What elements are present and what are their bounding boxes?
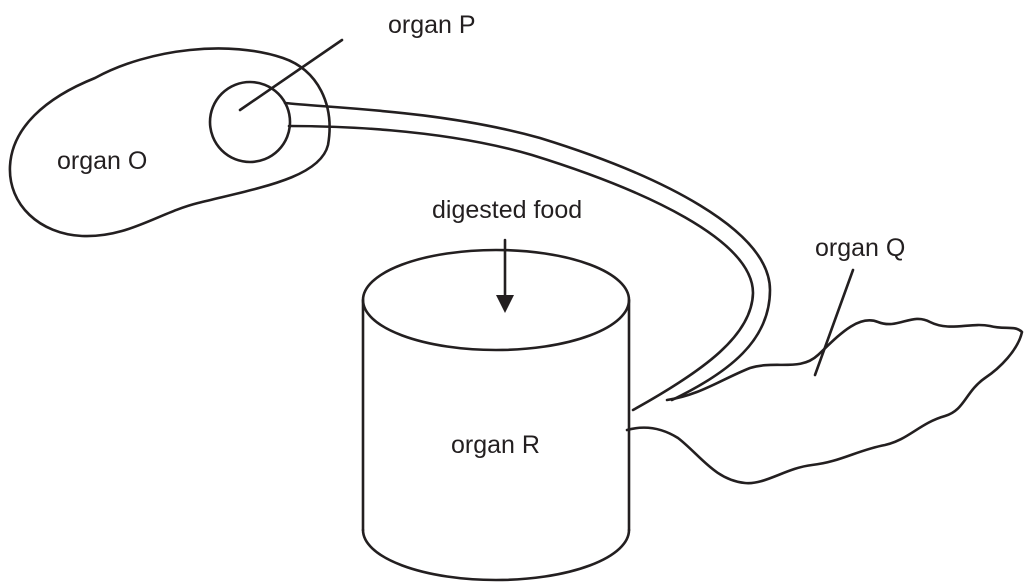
organ-o-label: organ O: [57, 149, 147, 174]
organ-p-label: organ P: [388, 13, 476, 38]
digested-food-label: digested food: [432, 198, 582, 223]
organ-q-outline: [627, 319, 1022, 483]
organ-o-outline: [10, 48, 330, 236]
organ-r-label: organ R: [451, 433, 540, 458]
organ-p-outline: [210, 82, 290, 162]
organ-q-leader-line: [815, 270, 853, 375]
digested-food-arrowhead: [496, 295, 514, 313]
organ-r-bottom-curve: [363, 530, 629, 580]
organ-r-top-ellipse: [363, 250, 629, 350]
organ-q-label: organ Q: [815, 236, 905, 261]
duct-lower-wall: [289, 126, 753, 410]
